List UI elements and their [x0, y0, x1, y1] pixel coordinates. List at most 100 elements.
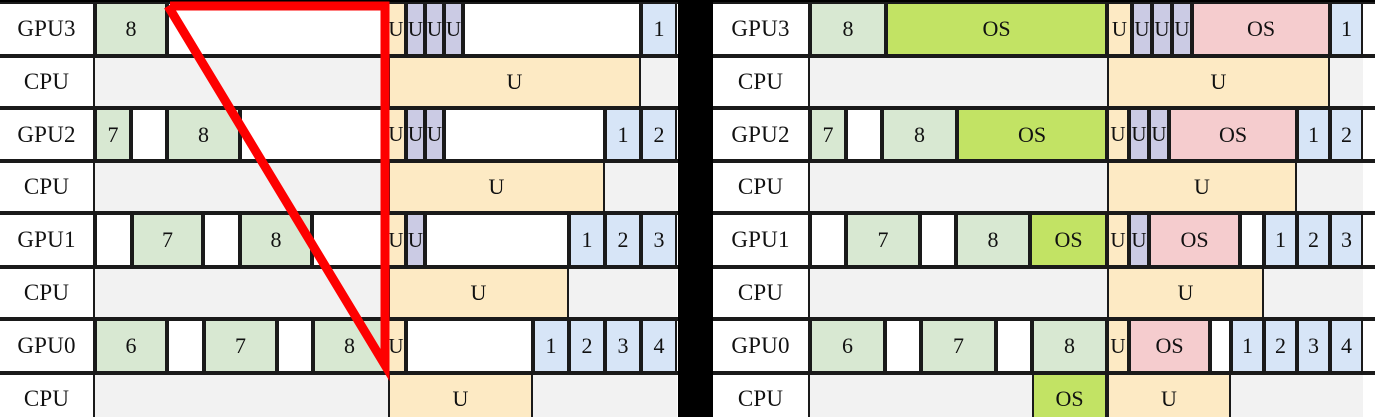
timeline-block-os-lime-os: OS — [957, 110, 1107, 159]
timeline-block-empty-white — [1240, 215, 1264, 265]
timeline-block-empty-white — [277, 321, 313, 371]
row-track: U — [810, 163, 1363, 211]
row-label-gpu3: GPU3 — [0, 4, 95, 54]
timeline-block-update-purple-u: U — [1149, 110, 1169, 159]
timeline-block-empty-white — [425, 215, 569, 265]
timeline-block-update-yellow-u: U — [386, 4, 406, 54]
timeline-block-idle-gray — [810, 58, 1107, 106]
timeline-block-forward-blue-1: 1 — [1264, 215, 1297, 265]
timeline-block-update-yellow-u: U — [388, 163, 605, 211]
row-label-gpu2: GPU2 — [0, 110, 95, 159]
timeline-block-idle-gray — [1231, 375, 1363, 417]
timeline-block-idle-gray — [810, 163, 1107, 211]
row-label-gpu3: GPU3 — [713, 4, 810, 54]
timeline-block-forward-blue-2: 2 — [1297, 215, 1330, 265]
timeline-block-empty-white — [846, 110, 882, 159]
timeline-block-empty-white — [240, 110, 386, 159]
timeline-block-compute-green-8: 8 — [95, 4, 167, 54]
timeline-block-os-lime-os: OS — [1032, 375, 1107, 417]
timeline-block-empty-white — [810, 215, 846, 265]
timeline-block-empty-white — [203, 215, 240, 265]
timeline-block-update-purple-u: U — [406, 4, 425, 54]
timeline-block-compute-green-8: 8 — [313, 321, 386, 371]
timeline-block-update-yellow-u: U — [1107, 375, 1231, 417]
timeline-block-update-yellow-u: U — [1107, 163, 1297, 211]
timeline-block-idle-gray — [1264, 269, 1363, 317]
timeline-block-os-lime-os: OS — [1030, 215, 1107, 265]
timeline-row-cpu-3: CPU U — [0, 161, 678, 213]
timeline-block-forward-blue-1: 1 — [1297, 110, 1330, 159]
timeline-block-forward-blue-3: 3 — [641, 215, 677, 265]
timeline-block-idle-gray — [1297, 163, 1363, 211]
timeline-block-idle-gray — [810, 375, 1032, 417]
row-label-gpu0: GPU0 — [713, 321, 810, 371]
timeline-block-forward-blue-1: 1 — [641, 4, 677, 54]
timeline-block-empty-white — [996, 321, 1032, 371]
timeline-block-empty-white — [131, 110, 167, 159]
timeline-block-update-purple-u: U — [1129, 110, 1149, 159]
timeline-block-os-pink-os: OS — [1149, 215, 1240, 265]
row-label-cpu: CPU — [0, 269, 95, 317]
row-track: U — [95, 163, 677, 211]
timeline-block-update-yellow-u: U — [1107, 215, 1129, 265]
timeline-block-update-purple-u: U — [1132, 4, 1152, 54]
timeline-block-empty-white — [406, 321, 533, 371]
timeline-block-compute-green-8: 8 — [956, 215, 1030, 265]
timeline-block-empty-white — [444, 110, 605, 159]
timeline-block-empty-white — [1210, 321, 1231, 371]
timeline-block-forward-blue-2: 2 — [641, 110, 677, 159]
timeline-block-update-yellow-u: U — [1107, 58, 1330, 106]
row-track: U — [95, 375, 677, 417]
timeline-block-update-yellow-u: U — [1107, 110, 1129, 159]
row-track: U — [810, 58, 1363, 106]
timeline-block-update-yellow-u: U — [1107, 269, 1264, 317]
row-track: U — [95, 58, 677, 106]
timeline-block-forward-blue-4: 4 — [1330, 321, 1363, 371]
timeline-block-forward-blue-3: 3 — [1330, 215, 1363, 265]
timeline-block-compute-green-8: 8 — [1032, 321, 1107, 371]
timeline-block-compute-green-7: 7 — [846, 215, 920, 265]
timeline-block-update-yellow-u: U — [388, 375, 533, 417]
timeline-block-idle-gray — [533, 375, 677, 417]
timeline-block-empty-white — [463, 4, 641, 54]
timeline-block-forward-blue-1: 1 — [569, 215, 605, 265]
row-label-cpu: CPU — [0, 163, 95, 211]
timeline-block-update-yellow-u: U — [1107, 321, 1129, 371]
timeline-block-forward-blue-3: 3 — [1297, 321, 1330, 371]
timeline-block-idle-gray — [605, 163, 677, 211]
timeline-block-idle-gray — [95, 58, 388, 106]
timeline-block-idle-gray — [810, 269, 1107, 317]
timeline-block-forward-blue-1: 1 — [605, 110, 641, 159]
timeline-block-idle-gray — [95, 163, 388, 211]
timeline-block-forward-blue-1: 1 — [1330, 4, 1363, 54]
timeline-block-forward-blue-2: 2 — [1264, 321, 1297, 371]
row-label-cpu: CPU — [0, 375, 95, 417]
row-label-cpu: CPU — [713, 375, 810, 417]
timeline-block-update-yellow-u: U — [388, 269, 569, 317]
timeline-block-idle-gray — [569, 269, 677, 317]
timeline-block-empty-white — [95, 215, 132, 265]
timeline-block-forward-blue-2: 2 — [1330, 110, 1363, 159]
timeline-block-update-purple-u: U — [1172, 4, 1192, 54]
timeline-block-compute-green-8: 8 — [810, 4, 886, 54]
